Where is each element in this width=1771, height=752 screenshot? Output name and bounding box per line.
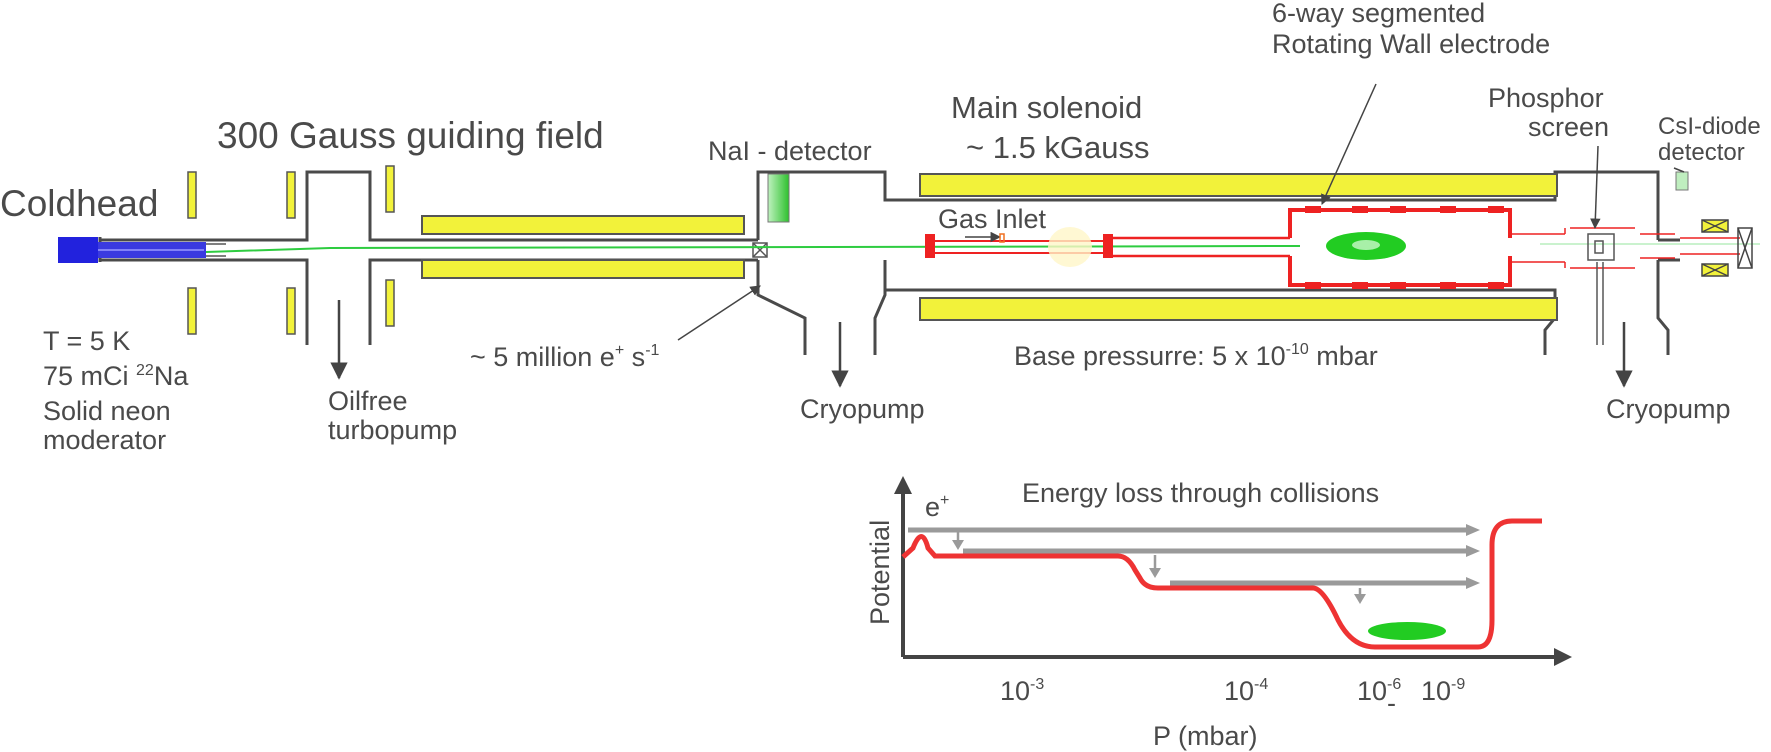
- nai-detector-label: NaI - detector: [708, 136, 872, 166]
- potential-axis-label: Potential: [865, 520, 895, 625]
- phosphor-label-line2: screen: [1528, 112, 1609, 142]
- energy-loss-arrows: [908, 524, 1480, 604]
- csi-label-line1: CsI-diode: [1658, 113, 1761, 140]
- flux-mid: s: [624, 342, 645, 372]
- base-pressure-prefix: Base pressurre: 5 x 10: [1014, 341, 1286, 371]
- potential-curve: [901, 518, 1542, 650]
- end-window-icon: [1737, 227, 1753, 269]
- flux-sup1: +: [615, 342, 624, 359]
- temperature-label: T = 5 K: [43, 326, 130, 356]
- positron-charge: +: [940, 492, 949, 509]
- source-isotope-mass: 22: [136, 362, 154, 379]
- nai-detector: [767, 173, 790, 223]
- pressure-axis-label: P (mbar): [1153, 721, 1258, 751]
- turbopump-label-line1: Oilfree: [328, 386, 408, 416]
- guiding-field-label: 300 Gauss guiding field: [217, 115, 604, 156]
- trapped-positron-cloud: [1368, 622, 1446, 640]
- main-solenoid-label-line1: Main solenoid: [951, 90, 1142, 125]
- positron-label: e+: [925, 492, 949, 522]
- pressure-tick: 10-9: [1421, 676, 1465, 706]
- source-isotope-symbol: Na: [154, 361, 189, 391]
- y-axis-arrow-icon: [894, 476, 912, 494]
- coldhead-label: Coldhead: [0, 183, 158, 224]
- base-pressure-label: Base pressurre: 5 x 10-10 mbar: [1014, 341, 1378, 371]
- flux-label: ~ 5 million e+ s-1: [470, 342, 660, 372]
- pump-arrows: [330, 300, 1633, 388]
- vacuum-chamber: [98, 170, 1680, 355]
- phosphor-screen: [1587, 233, 1615, 345]
- coldhead-assembly: [58, 237, 226, 263]
- moderator-label-line1: Solid neon: [43, 396, 171, 426]
- source-activity: 75 mCi: [43, 361, 136, 391]
- main-solenoid-label-line2: ~ 1.5 kGauss: [966, 130, 1150, 165]
- cryopump-right-label: Cryopump: [1606, 394, 1731, 424]
- pointer-lines: [677, 83, 1685, 341]
- csi-label-line2: detector: [1658, 139, 1745, 166]
- main-solenoid-coils: [919, 173, 1558, 321]
- pressure-tick: 10-3: [1000, 676, 1044, 706]
- cryopump-left-label: Cryopump: [800, 394, 925, 424]
- flux-prefix: ~ 5 million e: [470, 342, 615, 372]
- rotating-wall-segments: [1305, 206, 1504, 289]
- pressure-tick-labels: 10-3 10-4 10-6 - 10-9: [1000, 676, 1465, 718]
- potential-diagram-title: Energy loss through collisions: [1022, 478, 1379, 508]
- pressure-tick: 10-4: [1224, 676, 1268, 706]
- pressure-tick: 10-6: [1357, 676, 1401, 706]
- pressure-tick-separator: -: [1387, 688, 1396, 718]
- end-electrodes: [1510, 227, 1740, 269]
- gas-inlet-label: Gas Inlet: [938, 204, 1047, 234]
- end-coils: [1701, 219, 1729, 277]
- csi-diode-detector: [1675, 171, 1689, 191]
- gate-valve-icon: [752, 242, 768, 258]
- x-axis-arrow-icon: [1554, 648, 1572, 666]
- moderator-label-line2: moderator: [43, 425, 166, 455]
- positron-beam: [205, 245, 1301, 253]
- transport-solenoid: [421, 215, 745, 279]
- positron-symbol: e: [925, 492, 940, 522]
- gas-inlet-glow: [1048, 227, 1092, 267]
- rotating-wall-label-line1: 6-way segmented: [1272, 0, 1485, 28]
- base-pressure-exp: -10: [1286, 341, 1309, 358]
- rotating-wall-label-line2: Rotating Wall electrode: [1272, 29, 1550, 59]
- phosphor-label-line1: Phosphor: [1488, 83, 1604, 113]
- guiding-coils: [187, 165, 395, 335]
- base-pressure-unit: mbar: [1309, 341, 1378, 371]
- potential-diagram: Energy loss through collisions Potential…: [865, 476, 1572, 751]
- flux-sup2: -1: [645, 342, 659, 359]
- turbopump-label-line2: turbopump: [328, 415, 457, 445]
- gas-inlet-port: [999, 233, 1005, 243]
- source-label: 75 mCi 22Na: [43, 361, 189, 391]
- positron-cloud-core: [1352, 240, 1380, 250]
